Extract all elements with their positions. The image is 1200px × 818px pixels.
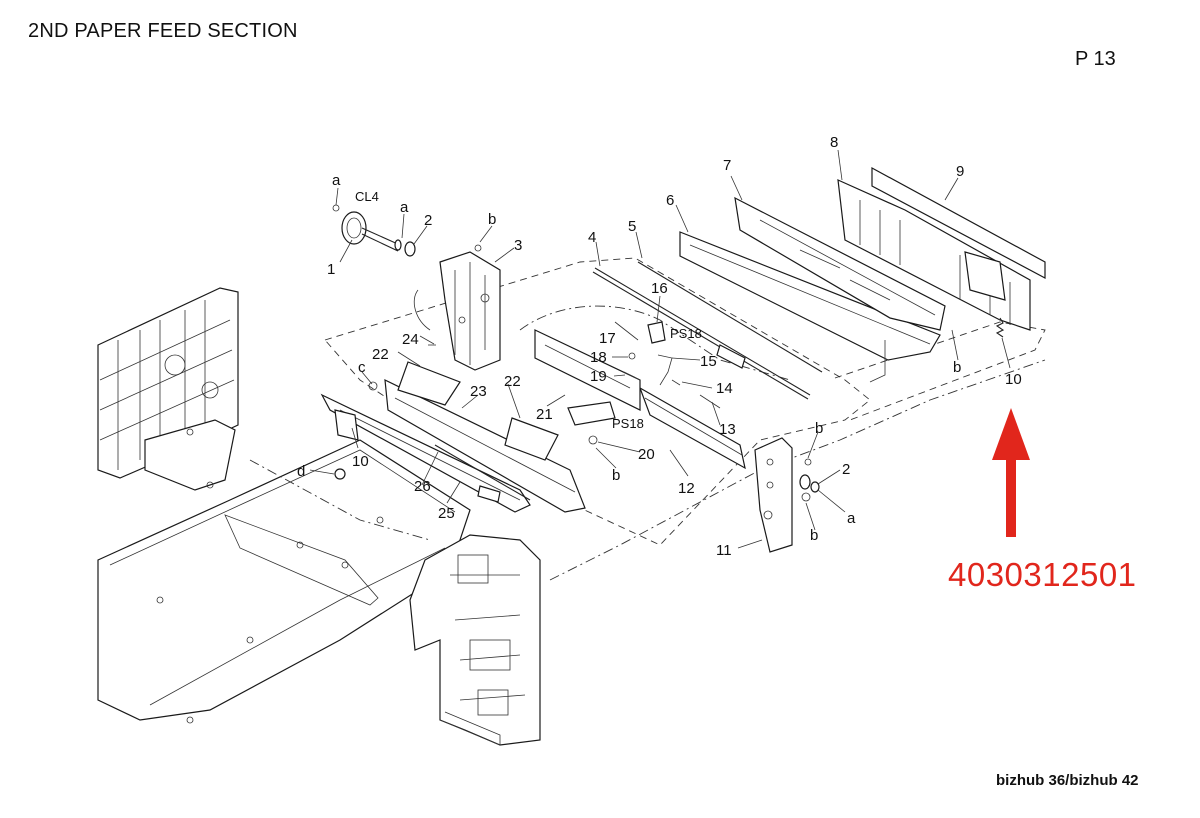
guide-25 xyxy=(320,393,531,513)
callout-a-3: a xyxy=(847,510,856,527)
callout-d: d xyxy=(297,463,305,480)
callout-14: 14 xyxy=(716,380,733,397)
guide-8 xyxy=(837,179,1031,331)
callout-b-5: b xyxy=(810,527,818,544)
callout-13: 13 xyxy=(719,421,736,438)
callout-25: 25 xyxy=(438,505,455,522)
callout-22-right: 22 xyxy=(504,373,521,390)
part-19 xyxy=(623,371,641,381)
guide-plate-12 xyxy=(638,386,746,470)
upper-outline xyxy=(834,321,1046,421)
screw-18 xyxy=(628,352,636,360)
leader-lines xyxy=(309,149,1011,549)
guide-assembly-23 xyxy=(384,361,586,513)
callout-6: 6 xyxy=(666,192,674,209)
label-ps18-upper: PS18 xyxy=(670,326,702,341)
callout-2-right: 2 xyxy=(842,461,850,478)
footer-model: bizhub 36/bizhub 42 xyxy=(996,772,1139,789)
callout-8: 8 xyxy=(830,134,838,151)
callout-9: 9 xyxy=(956,163,964,180)
highlighted-part-number: 4030312501 xyxy=(948,556,1137,593)
rod-5 xyxy=(637,261,823,373)
shaft-4 xyxy=(592,267,811,400)
screw-20 xyxy=(588,435,598,445)
alignment-line xyxy=(549,359,1046,581)
rod-26 xyxy=(434,444,531,501)
alignment-line-2 xyxy=(249,459,431,541)
main-frame xyxy=(97,287,541,746)
subassembly-outline xyxy=(324,257,871,546)
callout-23: 23 xyxy=(470,383,487,400)
sensor-ps18-lower xyxy=(567,401,616,426)
callout-24: 24 xyxy=(402,331,419,348)
callout-c: c xyxy=(358,359,366,376)
callout-1: 1 xyxy=(327,261,335,278)
callout-20: 20 xyxy=(638,446,655,463)
label-ps18-lower: PS18 xyxy=(612,416,644,431)
callout-15: 15 xyxy=(700,353,717,370)
sheet-9 xyxy=(871,166,1046,279)
callout-4: 4 xyxy=(588,229,596,246)
callout-10-left: 10 xyxy=(352,453,369,470)
callout-b-3: b xyxy=(815,420,823,437)
callout-21: 21 xyxy=(536,406,553,423)
screw-c xyxy=(368,381,378,391)
callout-10-right: 10 xyxy=(1005,371,1022,388)
callout-2: 2 xyxy=(424,212,432,229)
guide-plate-17 xyxy=(534,329,641,411)
bracket-11 xyxy=(754,437,820,553)
callout-b-4: b xyxy=(612,467,620,484)
page-number: P 13 xyxy=(1075,48,1116,70)
callout-a-1: a xyxy=(332,172,341,189)
callout-a-2: a xyxy=(400,199,409,216)
callout-16: 16 xyxy=(651,280,668,297)
bracket-3 xyxy=(413,244,501,371)
callout-b-1: b xyxy=(488,211,496,228)
actuator-15 xyxy=(657,354,673,386)
guide-plate-7 xyxy=(734,196,946,331)
callout-26: 26 xyxy=(414,478,431,495)
screw-d xyxy=(334,468,346,480)
sensor-ps18-upper xyxy=(647,321,666,344)
clutch-cl4 xyxy=(332,204,401,252)
callout-3: 3 xyxy=(514,237,522,254)
wire-harness-path xyxy=(519,305,791,381)
bushing-2 xyxy=(394,239,416,257)
callout-5: 5 xyxy=(628,218,636,235)
highlight-arrow-icon xyxy=(992,408,1030,537)
callout-19: 19 xyxy=(590,368,607,385)
callout-18: 18 xyxy=(590,349,607,366)
page-title: 2ND PAPER FEED SECTION xyxy=(28,20,298,42)
callout-17: 17 xyxy=(599,330,616,347)
callout-12: 12 xyxy=(678,480,695,497)
label-cl4: CL4 xyxy=(355,189,379,204)
spring-14 xyxy=(671,379,681,386)
spring-10 xyxy=(995,317,1005,338)
callout-22-left: 22 xyxy=(372,346,389,363)
callout-b-2: b xyxy=(953,359,961,376)
callout-7: 7 xyxy=(723,157,731,174)
callout-11: 11 xyxy=(716,542,732,559)
spring-13 xyxy=(699,394,721,409)
